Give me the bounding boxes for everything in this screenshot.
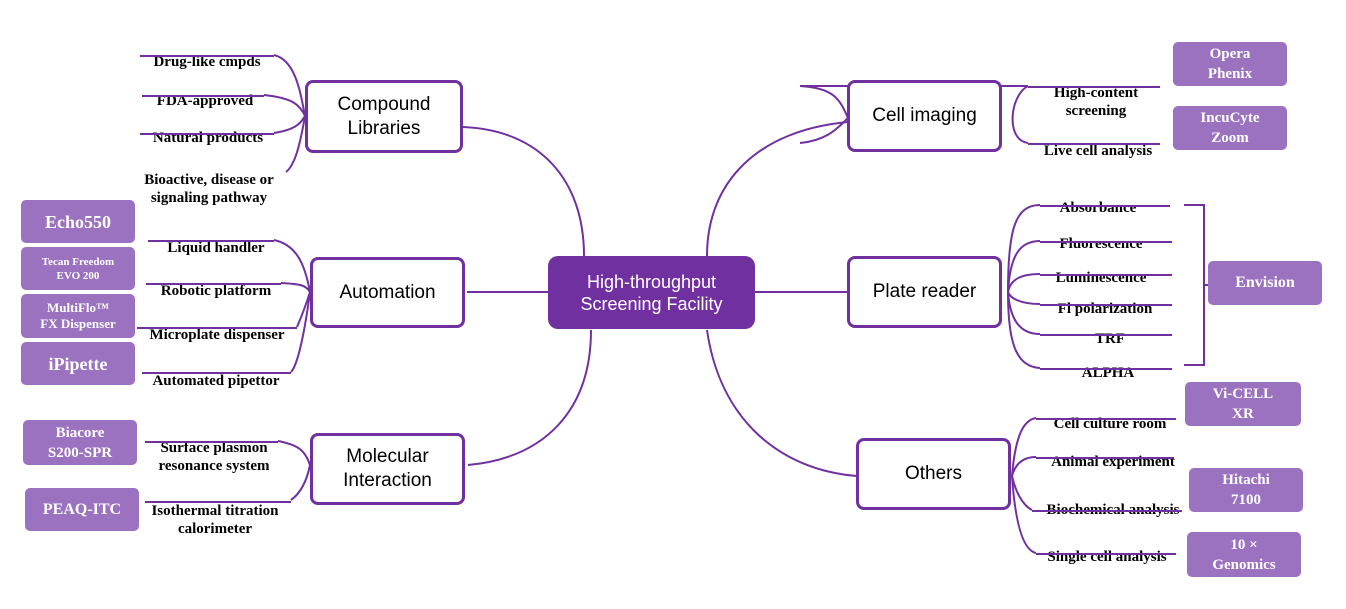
leaf-single-cell-analysis-label: Single cell analysis (1047, 549, 1167, 565)
instrument-10x-genomics: 10 × Genomics (1187, 532, 1301, 577)
instrument-multiflo: MultiFlo™ FX Dispenser (21, 294, 135, 338)
underline-microplate (137, 327, 297, 329)
leaf-cell-culture-room: Cell culture room (1036, 397, 1184, 433)
leaf-trf: TRF (1060, 312, 1160, 348)
leaf-live-cell: Live cell analysis (1028, 124, 1168, 160)
instrument-incucyte-label: IncuCyte Zoom (1200, 110, 1260, 146)
underline-absorbance (1040, 205, 1170, 207)
leaf-drug-like-cmpds: Drug-like cmpds (137, 35, 277, 71)
underline-natural (140, 133, 274, 135)
underline-animal (1036, 457, 1174, 459)
branch-molecular-interaction: Molecular Interaction (310, 433, 465, 505)
instrument-opera-phenix-label: Opera Phenix (1207, 46, 1253, 82)
center-node: High-throughput Screening Facility (548, 256, 755, 329)
instrument-envision: Envision (1208, 261, 1322, 305)
leaf-alpha: ALPHA (1058, 346, 1158, 382)
branch-automation-label: Automation (339, 281, 436, 303)
leaf-spr: Surface plasmon resonance system (140, 421, 288, 475)
instrument-opera-phenix: Opera Phenix (1173, 42, 1287, 86)
instrument-ipipette-label: iPipette (48, 353, 108, 374)
branch-others: Others (856, 438, 1011, 510)
instrument-tecan-label: Tecan Freedom EVO 200 (41, 255, 115, 282)
instrument-incucyte: IncuCyte Zoom (1173, 106, 1287, 150)
leaf-bioactive: Bioactive, disease or signaling pathway (125, 153, 293, 207)
underline-fluorescence (1040, 241, 1172, 243)
branch-cell-imaging: Cell imaging (847, 80, 1002, 152)
leaf-high-content: High-content screening (1028, 66, 1164, 120)
underline-liquid (148, 240, 274, 242)
link-center-compound-libraries (462, 126, 585, 257)
leaf-animal-experiment: Animal experiment (1036, 435, 1190, 471)
leaf-robotic-platform-label: Robotic platform (160, 283, 272, 299)
link-center-cell-imaging (706, 121, 849, 257)
underline-robotic (146, 283, 281, 285)
leaf-microplate-dispenser: Microplate dispenser (134, 308, 300, 344)
leaf-spr-label: Surface plasmon resonance system (158, 440, 270, 474)
center-label: High-throughput Screening Facility (580, 271, 723, 314)
leaf-high-content-label: High-content screening (1053, 85, 1139, 119)
underline-live-cell (1028, 143, 1160, 145)
instrument-multiflo-label: MultiFlo™ FX Dispenser (40, 300, 116, 331)
underline-trf (1040, 334, 1172, 336)
branch-cell-imaging-label: Cell imaging (872, 105, 977, 126)
underline-luminescence (1040, 274, 1172, 276)
underline-alpha (1040, 368, 1172, 370)
instrument-peaq-itc: PEAQ-ITC (25, 488, 139, 531)
underline-pipettor (142, 372, 291, 374)
instrument-tecan: Tecan Freedom EVO 200 (21, 247, 135, 290)
instrument-10x-genomics-label: 10 × Genomics (1212, 536, 1276, 573)
branch-others-label: Others (904, 463, 963, 484)
leaf-liquid-handler-label: Liquid handler (167, 240, 265, 256)
branch-automation: Automation (310, 257, 465, 328)
instrument-echo550-label: Echo550 (44, 211, 111, 232)
underline-biochemical (1032, 510, 1182, 512)
leaf-fluorescence-label: Fluorescence (1059, 236, 1143, 252)
underline-fda (142, 95, 264, 97)
branch-plate-reader-label: Plate reader (872, 281, 977, 302)
leaf-drug-like-cmpds-label: Drug-like cmpds (153, 54, 261, 70)
underline-cell-culture (1036, 418, 1176, 420)
underline-single-cell (1036, 553, 1176, 555)
leaf-absorbance-label: Absorbance (1059, 200, 1137, 216)
leaf-live-cell-label: Live cell analysis (1043, 143, 1153, 159)
instrument-vi-cell: Vi-CELL XR (1185, 382, 1301, 426)
leaf-automated-pipettor: Automated pipettor (138, 354, 294, 390)
leaf-bioactive-label: Bioactive, disease or signaling pathway (144, 172, 274, 206)
leaf-fda-approved: FDA-approved (135, 74, 275, 110)
leaf-automated-pipettor-label: Automated pipettor (152, 373, 280, 389)
underline-spr (145, 441, 278, 443)
leaf-absorbance: Absorbance (1036, 181, 1160, 217)
instrument-peaq-itc-label: PEAQ-ITC (42, 500, 122, 518)
instrument-hitachi-label: Hitachi 7100 (1222, 472, 1270, 508)
underline-high-content (1028, 86, 1160, 88)
instrument-envision-label: Envision (1235, 274, 1295, 291)
leaf-biochemical-analysis: Biochemical analysis (1030, 483, 1196, 519)
instrument-vi-cell-label: Vi-CELL XR (1212, 386, 1274, 422)
underline-fl-polarization (1040, 304, 1172, 306)
branch-molecular-interaction-label: Molecular Interaction (343, 446, 432, 491)
instrument-biacore-label: Biacore S200-SPR (47, 424, 113, 461)
leaf-liquid-handler: Liquid handler (146, 221, 286, 257)
link-center-molecular-interaction (467, 329, 592, 466)
instrument-hitachi: Hitachi 7100 (1189, 468, 1303, 512)
underline-drug-like (140, 55, 274, 57)
underline-itc (145, 501, 291, 503)
instrument-biacore: Biacore S200-SPR (23, 420, 137, 465)
leaf-natural-products: Natural products (138, 111, 278, 147)
leaf-robotic-platform: Robotic platform (146, 264, 286, 300)
instrument-echo550: Echo550 (21, 200, 135, 243)
leaf-fda-approved-label: FDA-approved (156, 93, 254, 109)
link-center-others (706, 329, 858, 477)
leaf-microplate-dispenser-label: Microplate dispenser (149, 327, 285, 343)
leaf-cell-culture-room-label: Cell culture room (1053, 416, 1167, 432)
leaf-itc-label: Isothermal titration calorimeter (151, 503, 279, 537)
branch-compound-libraries-label: Compound Libraries (337, 93, 431, 139)
branch-plate-reader: Plate reader (847, 256, 1002, 328)
leaf-itc: Isothermal titration calorimeter (135, 484, 295, 538)
instrument-ipipette: iPipette (21, 342, 135, 385)
leaf-single-cell-analysis: Single cell analysis (1032, 530, 1182, 566)
branch-compound-libraries: Compound Libraries (305, 80, 463, 153)
leaf-fluorescence: Fluorescence (1036, 217, 1166, 253)
